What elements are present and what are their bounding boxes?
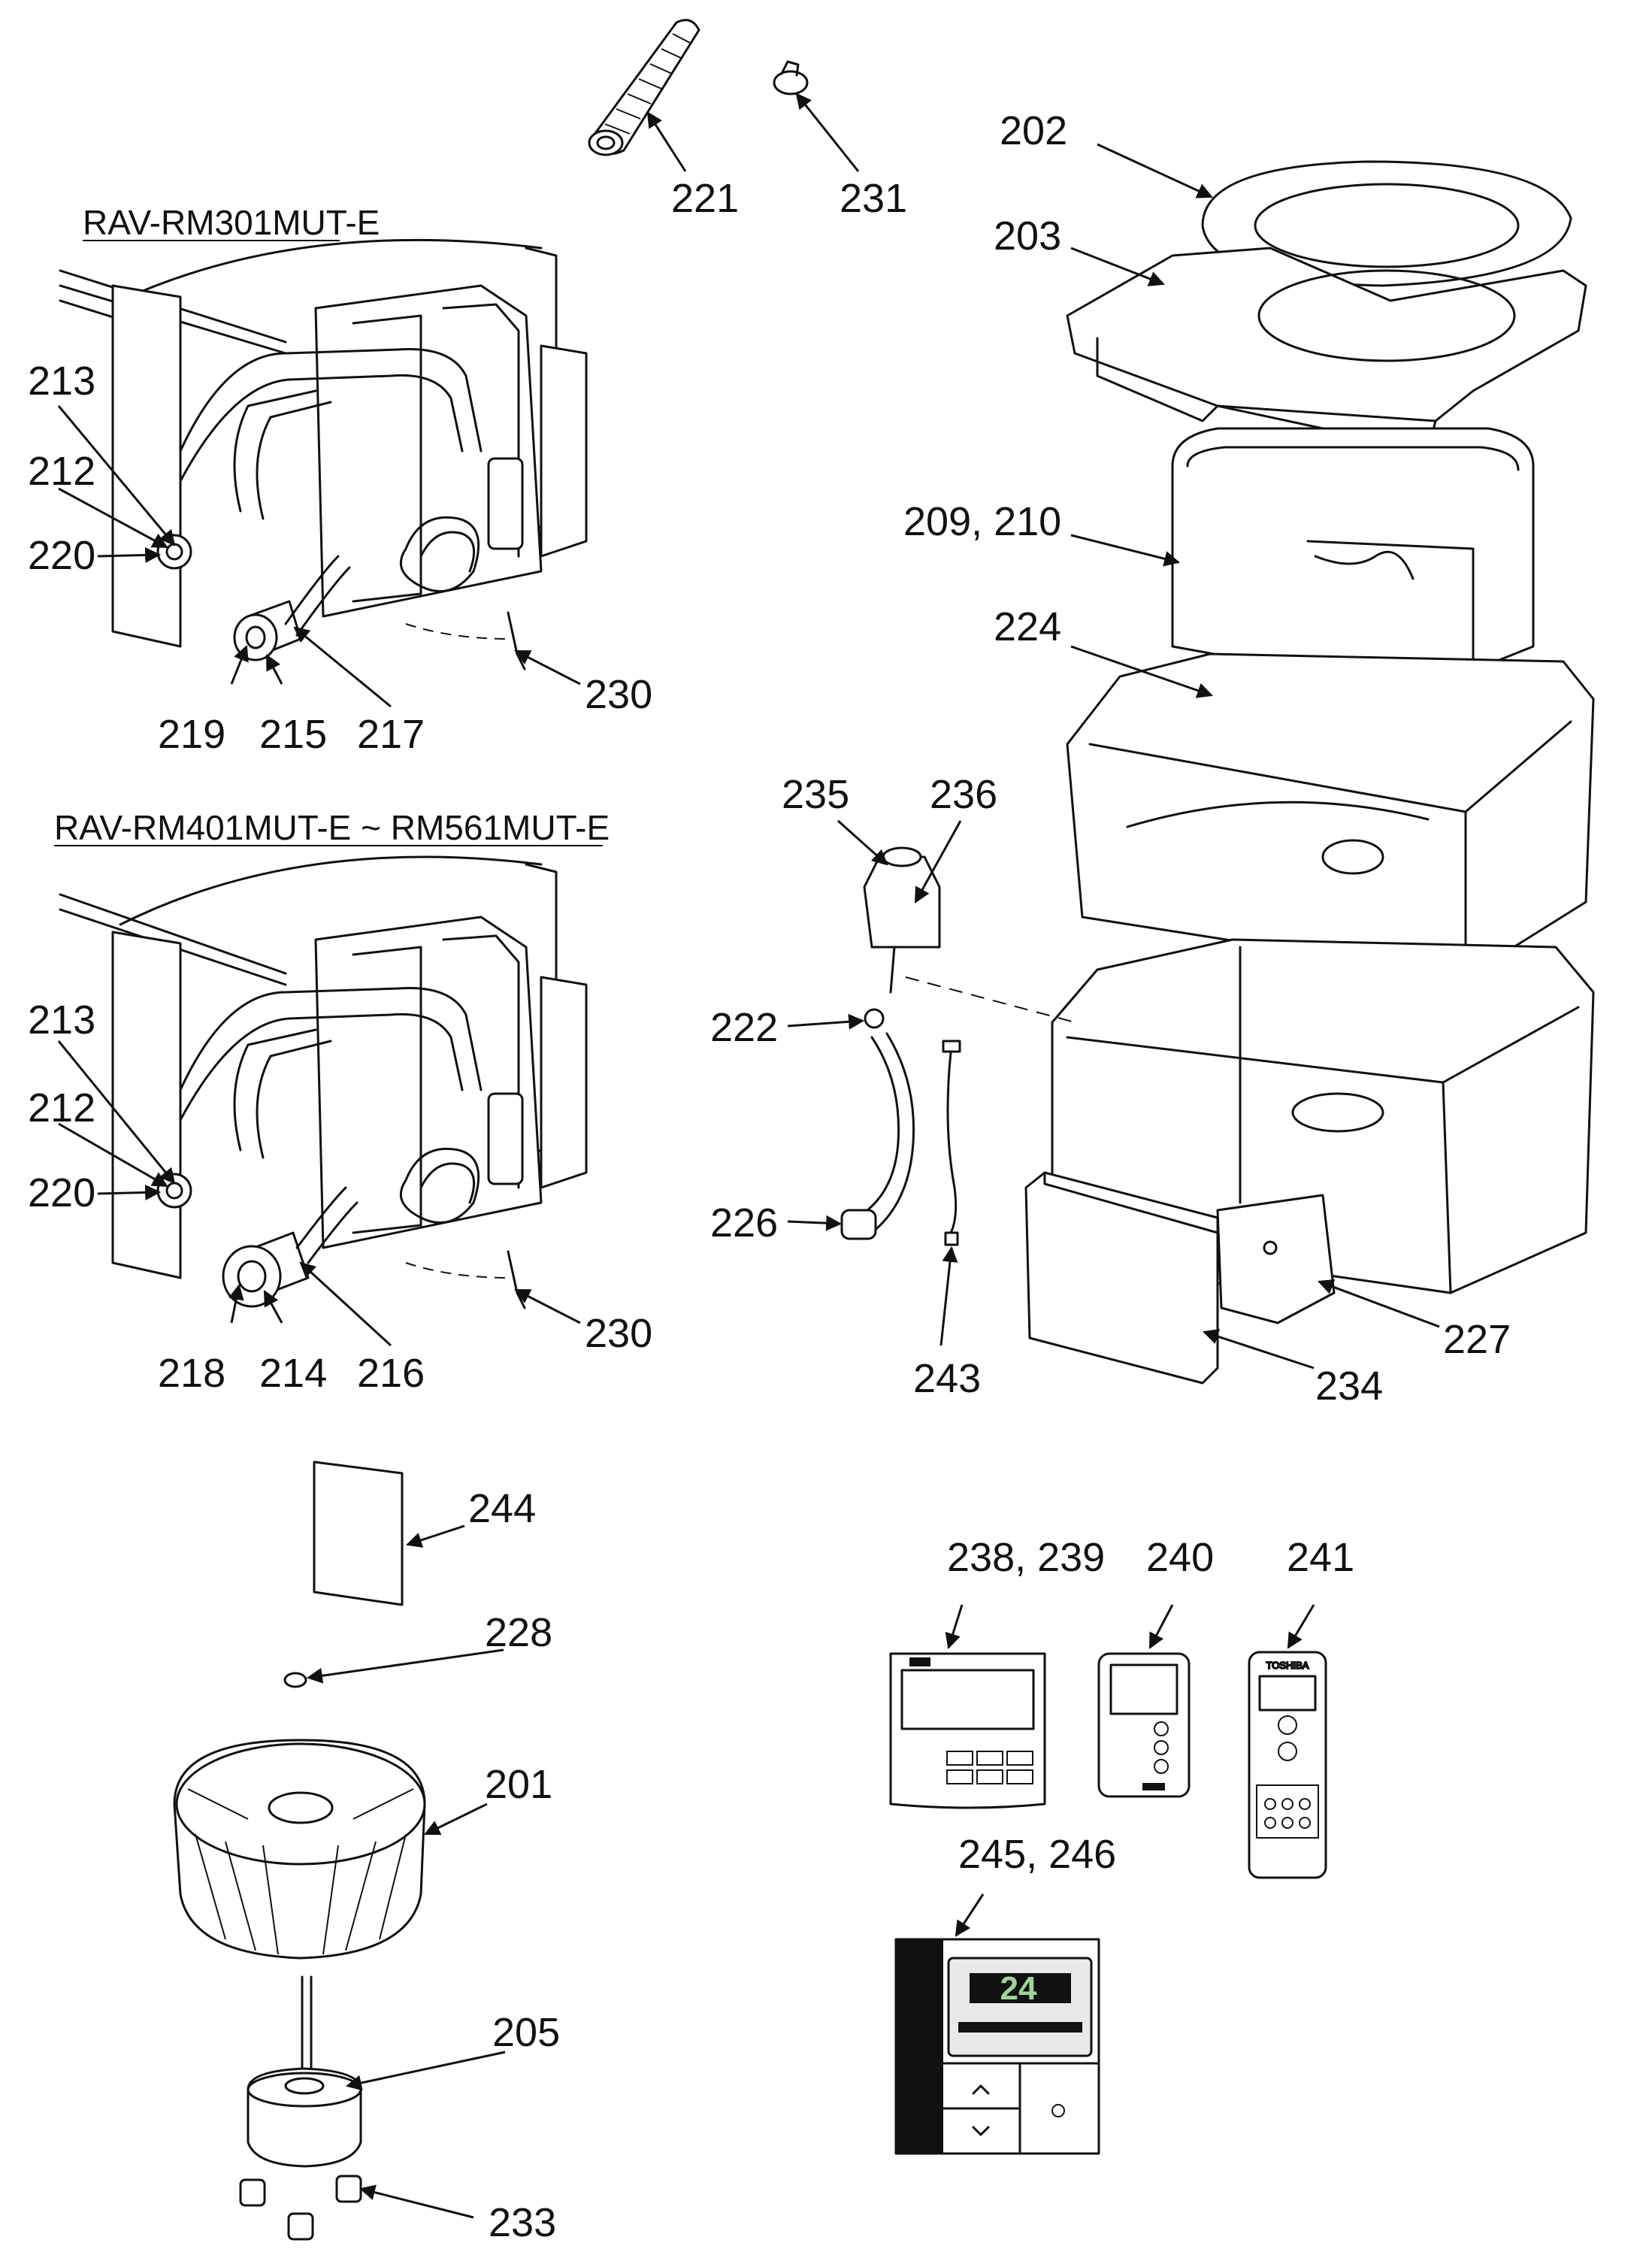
turbo-fan-201 [173, 1739, 426, 1960]
nut-228 [283, 1672, 307, 1688]
label-213-b: 213 [28, 997, 95, 1043]
label-245-246: 245, 246 [958, 1832, 1116, 1877]
label-230-b: 230 [585, 1311, 652, 1356]
pcb-cover-227 [1216, 1194, 1336, 1324]
wired-remote-238-239 [889, 1652, 1046, 1809]
label-241: 241 [1287, 1535, 1354, 1580]
label-228: 228 [485, 1610, 552, 1655]
label-221: 221 [671, 176, 739, 221]
label-233: 233 [489, 2200, 556, 2245]
label-213-a: 213 [28, 359, 95, 404]
label-236: 236 [930, 772, 997, 817]
label-220-b: 220 [28, 1170, 95, 1215]
label-202: 202 [1000, 108, 1067, 153]
label-sheet-244 [313, 1460, 404, 1606]
label-243: 243 [913, 1356, 981, 1401]
top-panel-203 [1066, 247, 1587, 453]
label-215: 215 [259, 712, 327, 757]
label-244: 244 [468, 1486, 536, 1531]
label-209-210: 209, 210 [903, 499, 1061, 544]
drain-pan-224 [1066, 652, 1595, 979]
wired-remote-245-246: 24 [894, 1938, 1100, 2155]
label-230-a: 230 [585, 672, 652, 717]
title-rm401-561: RAV-RM401MUT-E ~ RM561MUT-E [54, 808, 610, 847]
part-number-labels: 221 231 202 203 213 212 220 219 215 217 … [28, 108, 1511, 2245]
label-226: 226 [710, 1200, 778, 1246]
label-222: 222 [710, 1005, 778, 1050]
label-212-a: 212 [28, 449, 95, 494]
heat-exchanger-rm401-561 [59, 855, 588, 1309]
label-231: 231 [840, 176, 907, 221]
rubber-mounts-233 [239, 2175, 362, 2241]
label-219: 219 [158, 712, 225, 757]
wireless-remote-241: TOSHIBA [1248, 1651, 1327, 1879]
drain-hose-226 [840, 1008, 915, 1240]
label-205: 205 [492, 2010, 560, 2055]
label-203: 203 [994, 213, 1061, 259]
fan-motor-205 [247, 1975, 362, 2168]
remote-brand-label: TOSHIBA [1266, 1660, 1309, 1671]
label-234: 234 [1315, 1364, 1383, 1409]
drain-hose-221 [588, 19, 700, 156]
label-238-239: 238, 239 [947, 1535, 1105, 1580]
control-box-234 [1024, 1171, 1219, 1385]
float-switch-235-236 [863, 846, 1076, 1023]
label-240: 240 [1146, 1535, 1214, 1580]
heat-exchanger-rm301 [59, 238, 588, 670]
wired-remote-240 [1097, 1652, 1191, 1798]
label-212-b: 212 [28, 1085, 95, 1131]
hose-clamp-231 [773, 60, 809, 95]
display-temperature: 24 [1000, 1970, 1037, 2007]
label-220-a: 220 [28, 533, 95, 578]
label-235: 235 [782, 772, 849, 817]
label-216: 216 [357, 1351, 425, 1396]
label-218: 218 [158, 1351, 225, 1396]
label-227: 227 [1443, 1317, 1511, 1362]
label-201: 201 [485, 1762, 552, 1807]
insulation-209-210 [1171, 427, 1535, 693]
leader-lines [57, 92, 1440, 2219]
title-rm301: RAV-RM301MUT-E [83, 203, 380, 242]
model-titles: RAV-RM301MUT-E RAV-RM401MUT-E ~ RM561MUT… [54, 203, 610, 847]
label-224: 224 [994, 604, 1061, 649]
label-214: 214 [259, 1351, 327, 1396]
sensor-lead-243 [942, 1040, 961, 1246]
label-217: 217 [357, 712, 425, 757]
